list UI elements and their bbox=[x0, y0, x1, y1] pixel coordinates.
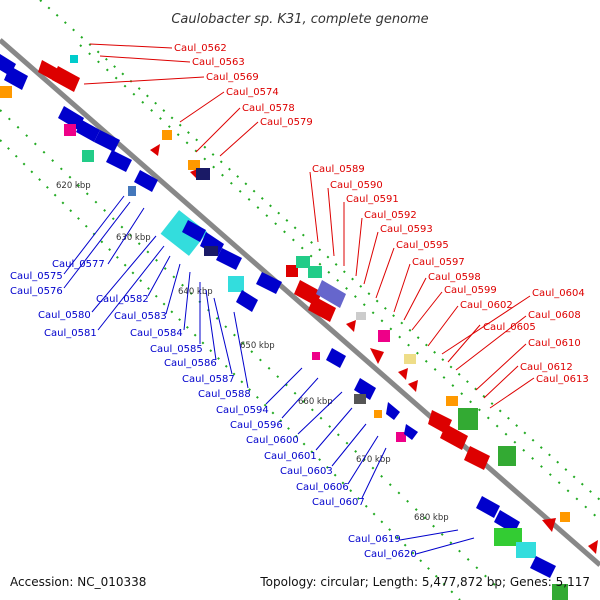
gene-label-caul-0613: Caul_0613 bbox=[536, 374, 589, 385]
gene-label-caul-0590: Caul_0590 bbox=[330, 180, 383, 191]
gene-label-caul-0605: Caul_0605 bbox=[483, 322, 536, 333]
gene-label-caul-0576: Caul_0576 bbox=[10, 286, 63, 297]
gene-label-caul-0584: Caul_0584 bbox=[130, 328, 183, 339]
gene-label-caul-0588: Caul_0588 bbox=[198, 389, 251, 400]
gene-label-caul-0574: Caul_0574 bbox=[226, 87, 279, 98]
reverse-strand-genes bbox=[0, 54, 568, 600]
gene-label-caul-0575: Caul_0575 bbox=[10, 271, 63, 282]
gene-label-caul-0583: Caul_0583 bbox=[114, 311, 167, 322]
gene-label-caul-0586: Caul_0586 bbox=[164, 358, 217, 369]
gene-label-caul-0562: Caul_0562 bbox=[174, 43, 227, 54]
gene-label-caul-0608: Caul_0608 bbox=[528, 310, 581, 321]
gene-label-caul-0577: Caul_0577 bbox=[52, 259, 105, 270]
gene-label-caul-0598: Caul_0598 bbox=[428, 272, 481, 283]
scale-label-660: 660 kbp bbox=[298, 397, 333, 407]
gene-label-caul-0587: Caul_0587 bbox=[182, 374, 235, 385]
gene-label-caul-0582: Caul_0582 bbox=[96, 294, 149, 305]
gene-label-caul-0592: Caul_0592 bbox=[364, 210, 417, 221]
gene-label-caul-0597: Caul_0597 bbox=[412, 257, 465, 268]
scale-label-680: 680 kbp bbox=[414, 513, 449, 523]
scale-labels: 620 kbp 630 kbp 640 kbp 650 kbp 660 kbp … bbox=[56, 181, 449, 523]
gene-label-caul-0580: Caul_0580 bbox=[38, 310, 91, 321]
gene-label-caul-0620: Caul_0620 bbox=[364, 549, 417, 560]
gene-label-caul-0619: Caul_0619 bbox=[348, 534, 401, 545]
gene-label-caul-0585: Caul_0585 bbox=[150, 344, 203, 355]
gene-label-caul-0579: Caul_0579 bbox=[260, 117, 313, 128]
scale-label-670: 670 kbp bbox=[356, 455, 391, 465]
gene-label-caul-0610: Caul_0610 bbox=[528, 338, 581, 349]
scale-label-630: 630 kbp bbox=[116, 233, 151, 243]
gene-label-caul-0606: Caul_0606 bbox=[296, 482, 349, 493]
genome-backbone bbox=[0, 38, 600, 567]
gene-label-caul-0563: Caul_0563 bbox=[192, 57, 245, 68]
map-title: Caulobacter sp. K31, complete genome bbox=[171, 12, 428, 27]
gene-label-caul-0596: Caul_0596 bbox=[230, 420, 283, 431]
gene-label-caul-0581: Caul_0581 bbox=[44, 328, 97, 339]
gene-label-caul-0602: Caul_0602 bbox=[460, 300, 513, 311]
forward-strand-genes bbox=[38, 55, 598, 554]
gene-label-caul-0589: Caul_0589 bbox=[312, 164, 365, 175]
genome-summary-text: Topology: circular; Length: 5,477,872 bp… bbox=[259, 575, 590, 589]
gene-label-caul-0594: Caul_0594 bbox=[216, 405, 269, 416]
reverse-gene-labels: Caul_0575 Caul_0576 Caul_0577 Caul_0580 … bbox=[10, 195, 475, 560]
gene-label-caul-0593: Caul_0593 bbox=[380, 224, 433, 235]
gene-label-caul-0604: Caul_0604 bbox=[532, 288, 585, 299]
gene-label-caul-0591: Caul_0591 bbox=[346, 194, 399, 205]
gene-label-caul-0612: Caul_0612 bbox=[520, 362, 573, 373]
forward-gene-labels: Caul_0562 Caul_0563 Caul_0569 Caul_0574 … bbox=[83, 43, 589, 409]
scale-label-620: 620 kbp bbox=[56, 181, 91, 191]
gene-label-caul-0595: Caul_0595 bbox=[396, 240, 449, 251]
gene-label-caul-0603: Caul_0603 bbox=[280, 466, 333, 477]
scale-label-640: 640 kbp bbox=[178, 287, 213, 297]
accession-text: Accession: NC_010338 bbox=[10, 575, 146, 589]
gene-label-caul-0600: Caul_0600 bbox=[246, 435, 299, 446]
gene-label-caul-0578: Caul_0578 bbox=[242, 103, 295, 114]
gene-label-caul-0607: Caul_0607 bbox=[312, 497, 365, 508]
gene-label-caul-0599: Caul_0599 bbox=[444, 285, 497, 296]
gene-label-caul-0601: Caul_0601 bbox=[264, 451, 317, 462]
gene-label-caul-0569: Caul_0569 bbox=[206, 72, 259, 83]
scale-label-650: 650 kbp bbox=[240, 341, 275, 351]
